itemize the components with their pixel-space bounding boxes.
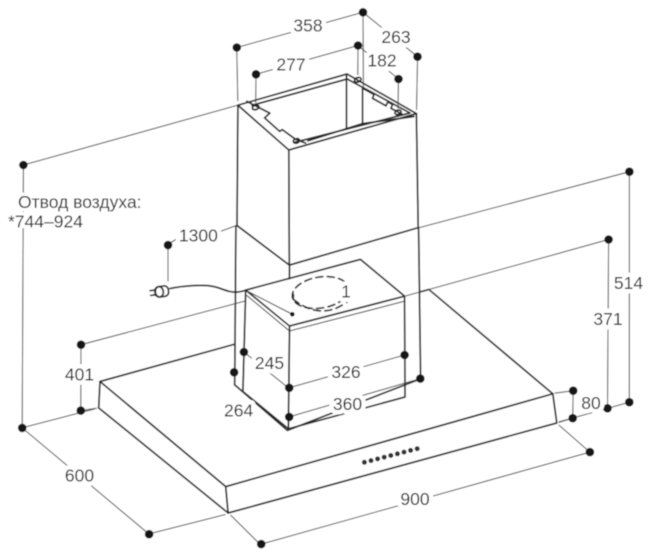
- svg-text:371: 371: [593, 309, 622, 329]
- svg-text:Отвод воздуха:: Отвод воздуха:: [18, 192, 142, 212]
- svg-text:600: 600: [65, 466, 94, 486]
- svg-text:1: 1: [341, 282, 351, 302]
- svg-text:514: 514: [614, 273, 643, 293]
- svg-text:900: 900: [400, 489, 429, 509]
- svg-text:263: 263: [381, 27, 410, 47]
- svg-text:1300: 1300: [179, 226, 218, 246]
- svg-text:326: 326: [331, 362, 360, 382]
- svg-text:401: 401: [65, 365, 94, 385]
- svg-text:*744–924: *744–924: [8, 212, 83, 232]
- svg-text:277: 277: [276, 55, 305, 75]
- svg-text:182: 182: [367, 51, 396, 71]
- svg-text:264: 264: [224, 401, 253, 421]
- svg-text:360: 360: [333, 394, 362, 414]
- svg-text:80: 80: [581, 393, 601, 413]
- svg-text:245: 245: [255, 353, 284, 373]
- svg-text:358: 358: [293, 16, 322, 36]
